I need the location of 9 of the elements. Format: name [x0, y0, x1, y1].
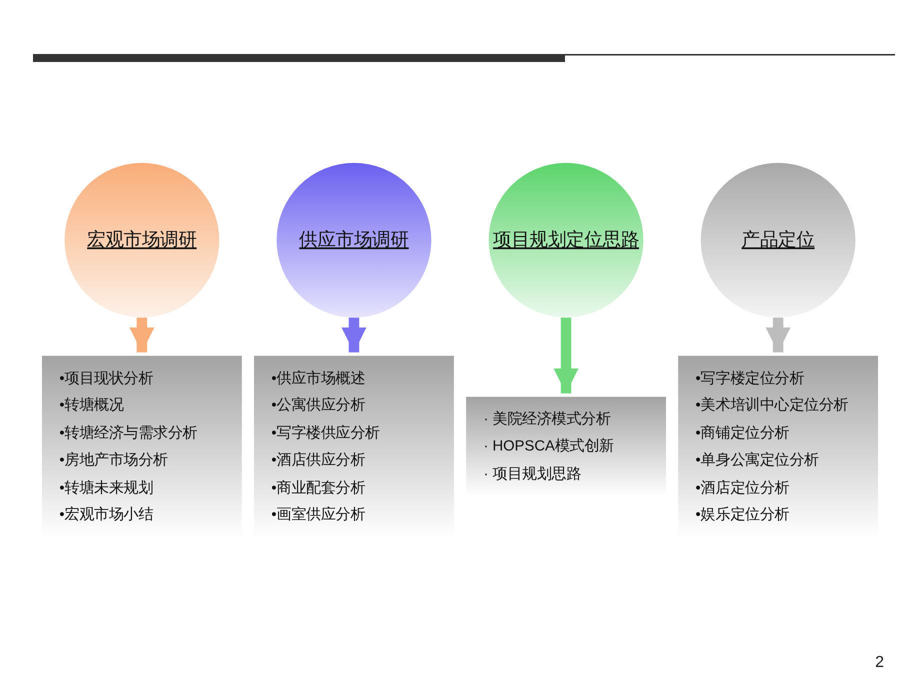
arrow: [129, 318, 154, 352]
arrow: [554, 318, 579, 394]
arrow: [341, 318, 366, 352]
ellipse-node: 供应市场调研: [276, 162, 432, 318]
ellipse-node: 项目规划定位思路: [488, 162, 644, 318]
page-number: 2: [875, 654, 884, 672]
arrow: [766, 318, 791, 352]
ellipse-node: 宏观市场调研: [64, 162, 220, 318]
ellipse-node: 产品定位: [700, 162, 856, 318]
